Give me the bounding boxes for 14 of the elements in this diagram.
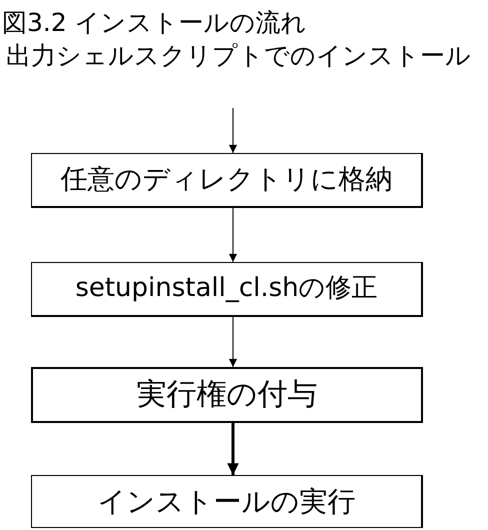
flow-heading: 出力シェルスクリプトでのインストール (6, 40, 471, 72)
process-box (31, 262, 423, 317)
process-box (31, 153, 423, 208)
arrow (228, 316, 238, 368)
arrow (228, 208, 238, 262)
figure-title: 図3.2 インストールの流れ (2, 7, 307, 38)
step-text: setupinstall_cl.shの修正 (75, 273, 378, 305)
step-text: 任意のディレクトリに格納 (60, 164, 392, 196)
step-text: 実行権の付与 (136, 377, 318, 413)
arrow (227, 423, 239, 475)
process-box (31, 475, 423, 528)
step-text: インストールの実行 (98, 484, 356, 518)
process-box (31, 367, 423, 423)
arrow (228, 108, 238, 154)
